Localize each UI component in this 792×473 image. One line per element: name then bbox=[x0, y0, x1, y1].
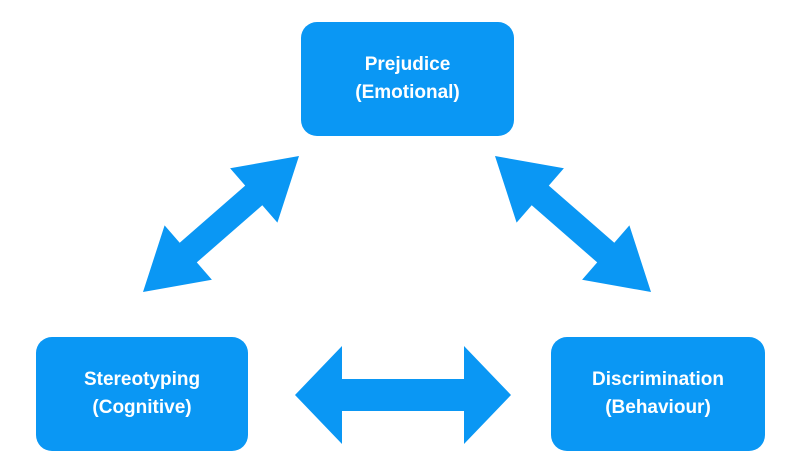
node-discrimination-title: Discrimination bbox=[592, 369, 724, 390]
node-prejudice: Prejudice (Emotional) bbox=[301, 22, 514, 136]
node-stereotyping: Stereotyping (Cognitive) bbox=[36, 337, 248, 451]
node-discrimination: Discrimination (Behaviour) bbox=[551, 337, 765, 451]
node-prejudice-subtitle: (Emotional) bbox=[355, 82, 460, 103]
node-prejudice-title: Prejudice bbox=[364, 54, 451, 75]
arrow-prejudice-discrimination bbox=[495, 156, 651, 292]
node-stereotyping-subtitle: (Cognitive) bbox=[92, 397, 192, 418]
arrow-stereotyping-prejudice bbox=[143, 156, 299, 292]
arrow-stereotyping-discrimination bbox=[295, 346, 511, 444]
node-discrimination-subtitle: (Behaviour) bbox=[605, 397, 711, 418]
node-stereotyping-title: Stereotyping bbox=[83, 369, 201, 390]
